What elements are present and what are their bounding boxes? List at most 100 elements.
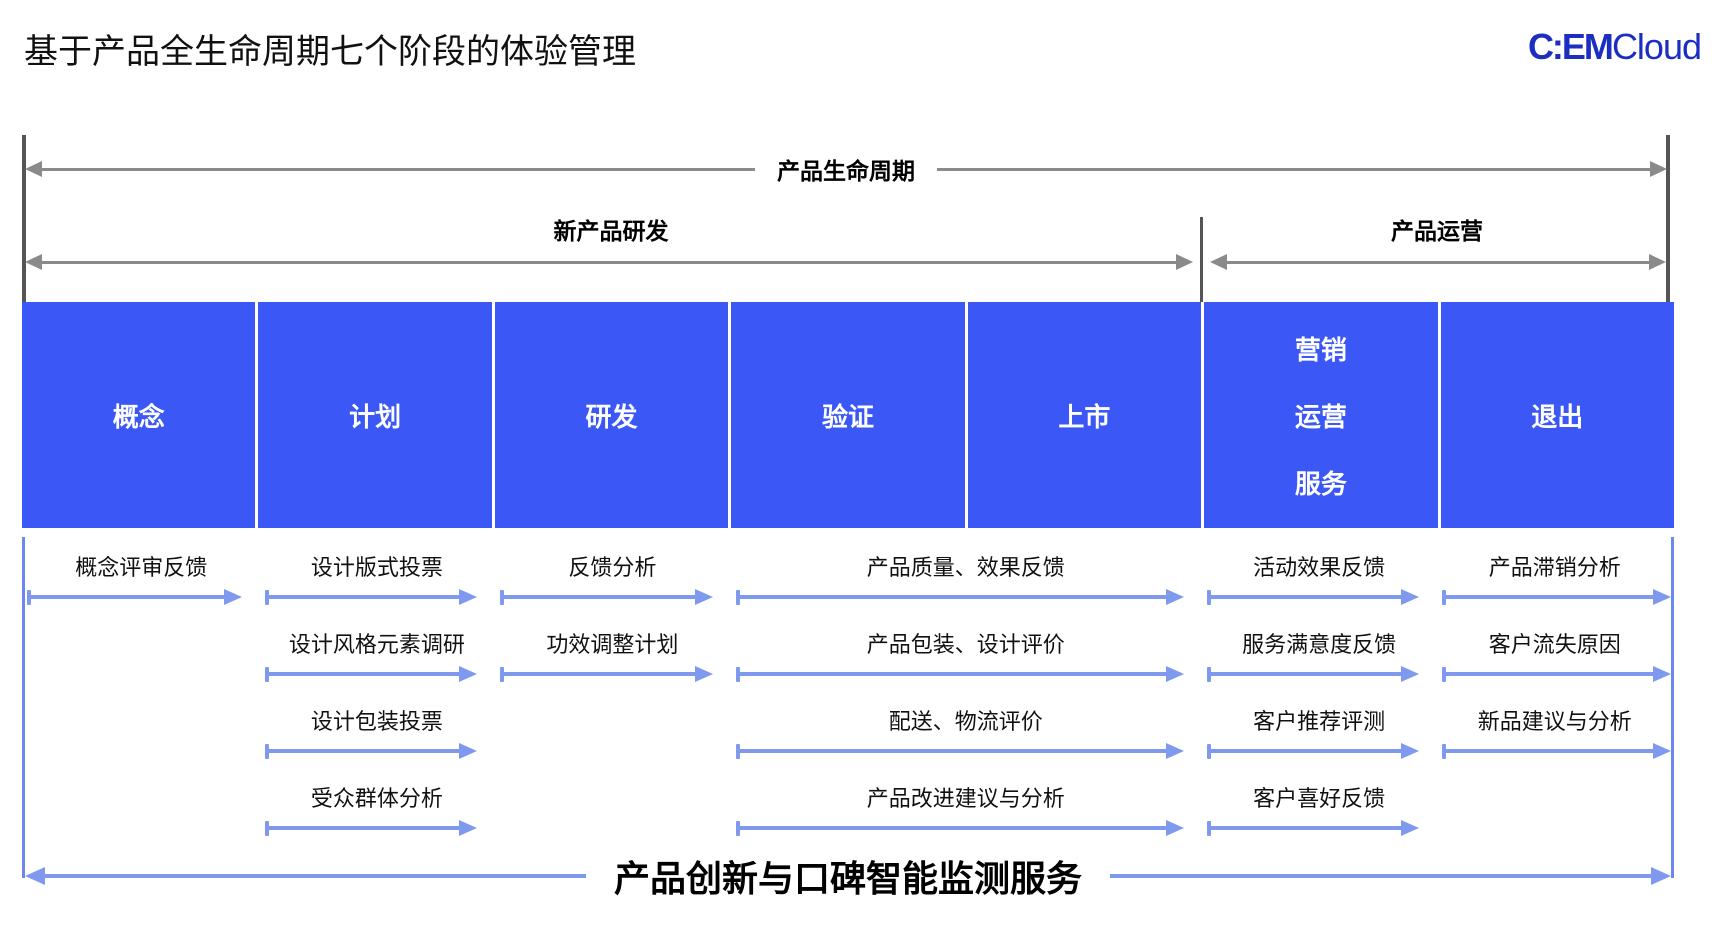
feedback-label: 设计包装投票 (310, 709, 443, 734)
stage-label: 上市 (1058, 401, 1111, 432)
feedback-row-1: 概念评审反馈 设计版式投票 反馈分析 产品质量、效果反馈 活动效果反馈 产品滞销… (25, 550, 1671, 605)
arrow-right-head-icon (223, 589, 242, 605)
stage-label: 概念 (112, 401, 165, 432)
arrow-right-head-icon (459, 666, 478, 682)
stage-exit: 退出 (1440, 302, 1674, 528)
arrow-line (45, 874, 586, 878)
feedback-row-4: 受众群体分析 产品改进建议与分析 客户喜好反馈 (25, 781, 1671, 836)
arrow-left-head-icon (25, 161, 42, 177)
lifecycle-span-arrow: 产品生命周期 (25, 152, 1667, 186)
arrow-line (1446, 595, 1653, 599)
arrow-tick (735, 820, 740, 836)
timeline-right-bar (1666, 135, 1670, 302)
arrow-line (31, 595, 224, 599)
arrow-tick (27, 589, 31, 605)
feedback-arrow (264, 589, 478, 605)
feedback-arrow (500, 589, 713, 605)
feedback-item: 客户推荐评测 (1203, 704, 1436, 759)
timeline-left-bar (22, 135, 26, 302)
arrow-right-head-icon (1165, 666, 1184, 682)
feedback-label: 产品质量、效果反馈 (866, 555, 1065, 580)
feedback-label: 服务满意度反馈 (1242, 632, 1397, 657)
feedback-label: 产品包装、设计评价 (866, 632, 1065, 657)
stage-label: 研发 (585, 401, 638, 432)
arrow-right-head-icon (1165, 589, 1184, 605)
arrow-line (268, 672, 460, 676)
feedback-arrow (264, 666, 478, 682)
arrow-tick (264, 743, 269, 759)
feedback-arrow (735, 743, 1184, 759)
brand-logo: C:EM Cloud (1527, 26, 1702, 68)
arrow-tick (735, 666, 740, 682)
logo-mark: C:EM (1527, 26, 1614, 67)
stage-develop: 研发 (494, 302, 729, 528)
arrow-right-head-icon (694, 589, 713, 605)
arrow-line (42, 167, 755, 171)
feedback-item: 受众群体分析 (261, 781, 494, 836)
arrow-right-head-icon (1401, 820, 1420, 836)
feedback-item: 产品滞销分析 (1438, 550, 1671, 605)
operation-phase-label: 产品运营 (1391, 218, 1483, 244)
page-title: 基于产品全生命周期七个阶段的体验管理 (24, 33, 636, 71)
arrow-tick (264, 666, 269, 682)
arrow-tick (1206, 820, 1211, 836)
arrow-line (739, 595, 1166, 599)
operation-span-arrow (1210, 254, 1666, 270)
arrow-tick (735, 743, 740, 759)
stage-label: 计划 (349, 401, 402, 432)
lifecycle-timeline: 产品生命周期 新产品研发 产品运营 (22, 135, 1670, 302)
feedback-label: 产品滞销分析 (1488, 555, 1621, 580)
feedback-arrow (735, 820, 1184, 836)
feedback-label: 受众群体分析 (310, 786, 443, 811)
arrow-tick (500, 589, 505, 605)
development-phase-label: 新产品研发 (553, 218, 669, 244)
arrow-line (1227, 260, 1649, 264)
arrow-line (268, 749, 460, 753)
arrow-right-head-icon (1652, 743, 1671, 759)
feedback-item: 新品建议与分析 (1438, 704, 1671, 759)
arrow-right-head-icon (459, 743, 478, 759)
stage-row: 概念 计划 研发 验证 上市 营销 运营 服务 退出 (22, 302, 1674, 528)
arrow-tick (1442, 589, 1447, 605)
arrow-tick (1442, 666, 1447, 682)
feedback-arrow (1206, 666, 1420, 682)
arrow-right-head-icon (1651, 867, 1672, 885)
logo-suffix: Cloud (1611, 26, 1702, 67)
arrow-tick (500, 666, 505, 682)
arrow-line (739, 672, 1166, 676)
arrow-left-head-icon (25, 867, 45, 885)
feedback-label: 活动效果反馈 (1253, 555, 1386, 580)
arrow-left-head-icon (1210, 254, 1227, 270)
feedback-arrow (1206, 589, 1420, 605)
stage-plan: 计划 (258, 302, 492, 528)
arrow-right-head-icon (1401, 589, 1420, 605)
arrow-line (1210, 749, 1402, 753)
stage-label: 营销 (1294, 334, 1347, 365)
arrow-right-head-icon (459, 820, 478, 836)
timeline-phase-divider (1200, 217, 1203, 302)
feedback-item: 服务满意度反馈 (1203, 627, 1436, 682)
feedback-item: 客户流失原因 (1438, 627, 1671, 682)
feedback-label: 功效调整计划 (546, 632, 679, 657)
feedback-arrow (1206, 743, 1420, 759)
feedback-arrow (27, 589, 242, 605)
arrow-tick (1206, 666, 1211, 682)
stage-label: 运营 (1294, 401, 1347, 432)
arrow-tick (264, 589, 269, 605)
feedback-item: 反馈分析 (496, 550, 729, 605)
arrow-left-head-icon (25, 254, 42, 270)
arrow-line (268, 595, 460, 599)
stage-label: 服务 (1294, 468, 1347, 499)
feedback-item: 产品质量、效果反馈 (732, 550, 1200, 605)
arrow-line (1446, 749, 1653, 753)
feedback-arrow (264, 743, 478, 759)
arrow-right-head-icon (1401, 666, 1420, 682)
stage-launch: 上市 (967, 302, 1202, 528)
feedback-label: 反馈分析 (568, 555, 657, 580)
feedback-item: 设计包装投票 (261, 704, 494, 759)
feedback-item: 客户喜好反馈 (1203, 781, 1436, 836)
arrow-line (1210, 672, 1402, 676)
arrow-right-head-icon (1650, 161, 1667, 177)
arrow-right-head-icon (1652, 666, 1671, 682)
feedback-section: 概念评审反馈 设计版式投票 反馈分析 产品质量、效果反馈 活动效果反馈 产品滞销… (22, 537, 1674, 899)
